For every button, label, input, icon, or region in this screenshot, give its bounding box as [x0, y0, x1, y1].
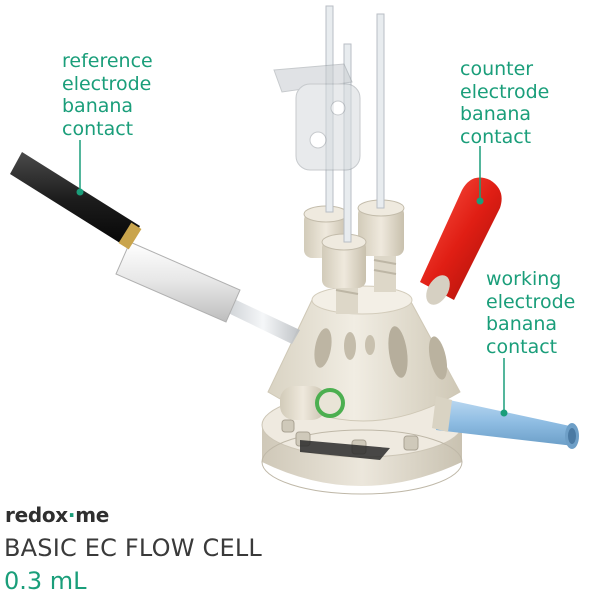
reference-label-line: banana	[62, 95, 134, 117]
counter-label-line: counter	[460, 58, 534, 80]
working-marker-icon	[500, 409, 508, 417]
counter-label-line: contact	[460, 125, 532, 148]
reference-label-line: contact	[62, 117, 134, 140]
logo-dot-icon: ·	[67, 503, 76, 527]
reference-electrode	[10, 152, 300, 344]
callout-markers	[76, 188, 508, 417]
working-electrode-label: working electrode banana contact	[486, 268, 575, 358]
brand-logo: redox·me	[5, 503, 109, 527]
reference-label-line: electrode	[62, 72, 152, 95]
working-label-line: banana	[486, 313, 558, 335]
reference-label-line: reference	[62, 50, 153, 72]
working-label-line: contact	[486, 335, 558, 358]
product-title: BASIC EC FLOW CELL	[4, 534, 262, 562]
working-electrode	[432, 396, 579, 449]
logo-text-mark: me	[75, 503, 110, 527]
reference-marker-icon	[76, 188, 84, 196]
counter-electrode	[420, 177, 502, 305]
reference-electrode-label: reference electrode banana contact	[62, 50, 153, 140]
side-port	[280, 386, 345, 420]
capillary-clip	[273, 63, 361, 171]
flow-gap-dark	[300, 440, 390, 460]
product-volume: 0.3 mL	[4, 567, 87, 595]
counter-electrode-label: counter electrode banana contact	[460, 58, 549, 148]
counter-label-line: banana	[460, 103, 532, 125]
logo-text-main: redox	[5, 503, 68, 527]
counter-label-line: electrode	[460, 80, 550, 103]
working-label-line: working	[486, 268, 562, 290]
working-label-line: electrode	[486, 290, 576, 313]
callout-leaders	[79, 140, 505, 412]
counter-marker-icon	[476, 197, 484, 205]
